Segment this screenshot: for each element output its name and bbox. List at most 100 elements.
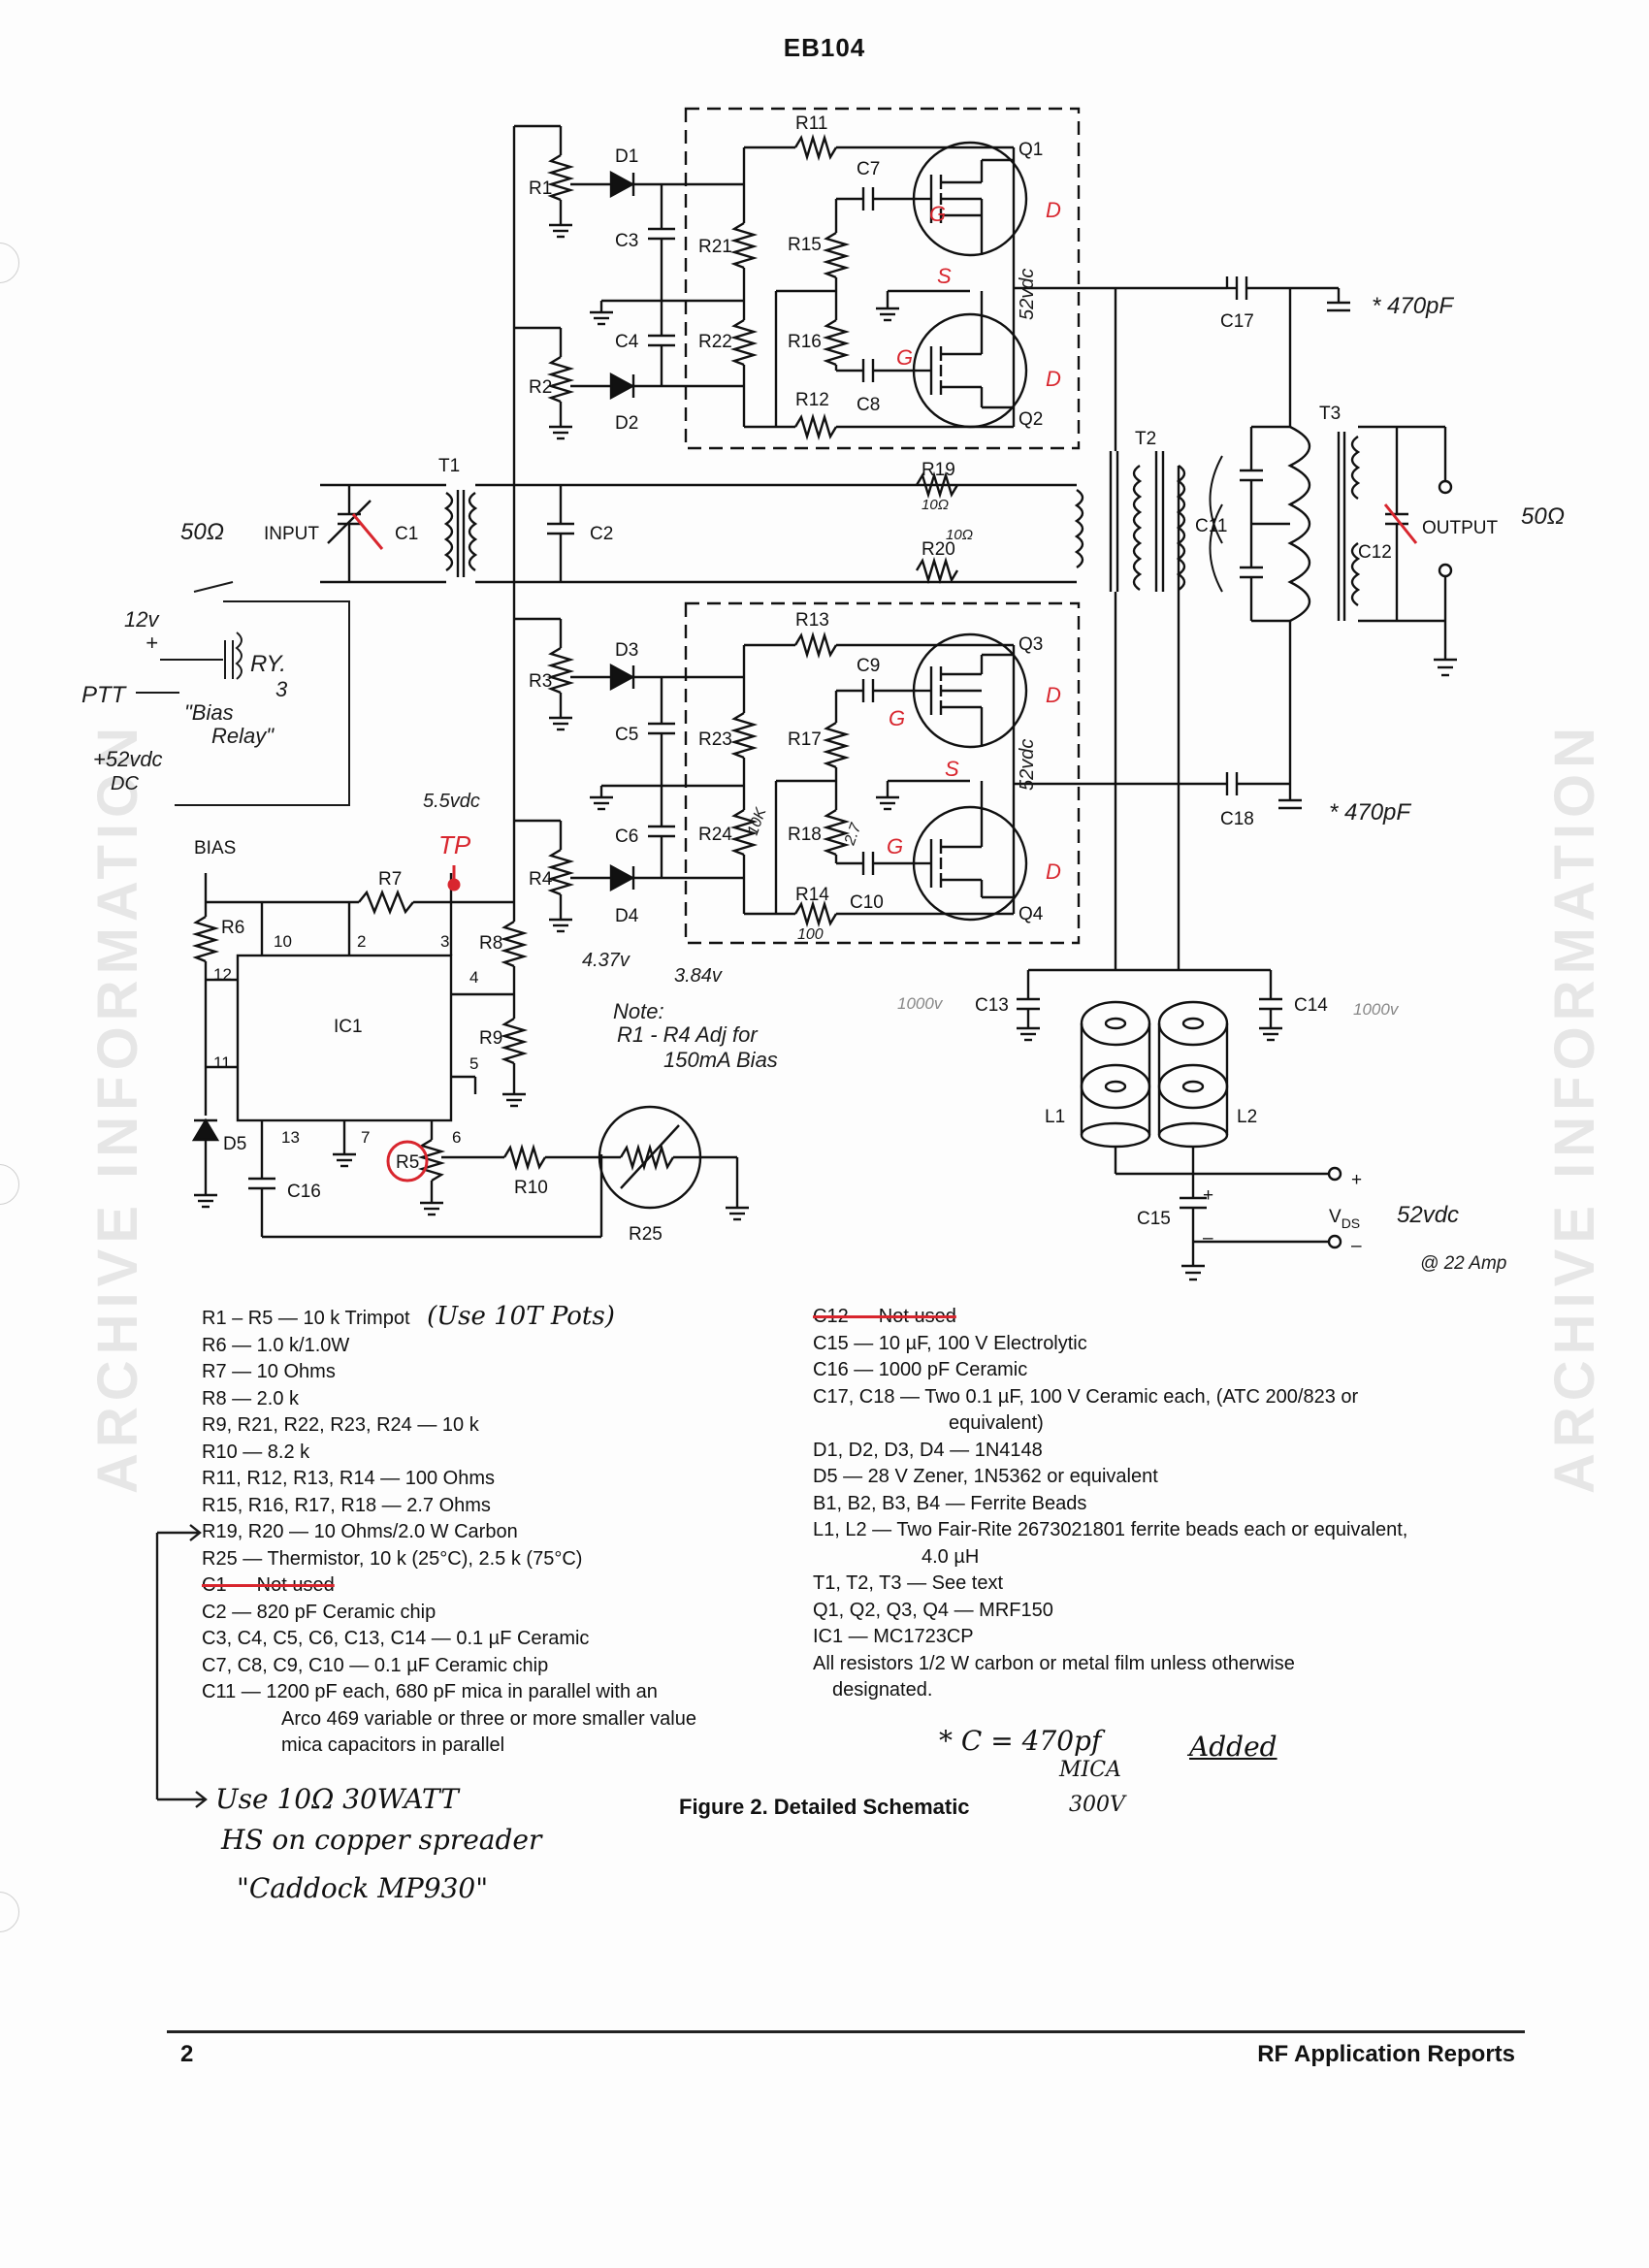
parts-right-row: equivalent)	[949, 1412, 1044, 1434]
ic-pin-5: 5	[469, 1054, 478, 1073]
punch-hole	[0, 1892, 19, 1932]
label-R12: R12	[795, 390, 829, 410]
label-c15-plus: +	[1203, 1185, 1213, 1206]
note-relay-plus: +	[146, 631, 158, 655]
note-r20-value: 10Ω	[946, 527, 973, 543]
note-relay-ry: RY.	[250, 651, 286, 677]
label-C15: C15	[1137, 1209, 1171, 1229]
note-relay-3: 3	[275, 677, 288, 701]
label-C11: C11	[1195, 516, 1227, 536]
parts-left-row: R7 — 10 Ohms	[202, 1361, 336, 1382]
label-R8: R8	[479, 933, 502, 954]
label-Q1: Q1	[1018, 140, 1043, 160]
label-R6: R6	[221, 918, 244, 938]
note-4-37v: 4.37v	[582, 950, 630, 971]
ic-pin-11: 11	[213, 1053, 231, 1072]
parts-right-row: IC1 — MC1723CP	[813, 1626, 974, 1647]
label-c15-minus: –	[1203, 1228, 1213, 1248]
module-box-top	[684, 107, 1081, 450]
note-cap-bottom: * 470pF	[1329, 799, 1411, 826]
note-vdc-bottom: 52vdc	[1017, 739, 1038, 791]
label-output: OUTPUT	[1422, 518, 1499, 538]
schematic-diagram: R1 D1 C3 R21 R11 C7 Q1 R15 C4 R22 R16 R2…	[81, 107, 1565, 1281]
document-title: EB104	[783, 33, 866, 62]
parts-right-row: designated.	[832, 1679, 933, 1701]
parts-list-right: C12 — Not used C15 — 10 µF, 100 V Electr…	[813, 1304, 1407, 1704]
label-R14: R14	[795, 885, 829, 905]
label-R11: R11	[795, 113, 827, 134]
label-R2: R2	[529, 377, 552, 398]
label-R20: R20	[922, 539, 955, 560]
note-5-5vdc: 5.5vdc	[423, 791, 480, 812]
label-D1: D1	[615, 146, 638, 167]
label-R17: R17	[788, 729, 822, 750]
label-R19: R19	[922, 460, 955, 480]
parts-left-row: R1 – R5 — 10 k Trimpot (Use 10T Pots)	[202, 1303, 696, 1333]
parts-left-row: R25 — Thermistor, 10 k (25°C), 2.5 k (75…	[202, 1547, 583, 1570]
parts-list-left: R1 – R5 — 10 k Trimpot (Use 10T Pots) R6…	[202, 1303, 696, 1760]
figure-caption: Figure 2. Detailed Schematic	[679, 1795, 970, 1819]
note-added: Added	[1189, 1731, 1277, 1763]
note-3-84v: 3.84v	[674, 965, 723, 987]
label-vds-sub: DS	[1342, 1215, 1360, 1231]
label-C18: C18	[1220, 809, 1254, 829]
label-R3: R3	[529, 671, 552, 692]
note-gate-q3: G	[889, 706, 905, 730]
note-source-bottom: S	[945, 757, 959, 781]
label-minus: –	[1351, 1236, 1362, 1256]
label-C17: C17	[1220, 311, 1254, 332]
label-R9: R9	[479, 1028, 502, 1049]
note-gate-q4: G	[887, 834, 903, 859]
label-R15: R15	[788, 235, 822, 255]
label-L1: L1	[1045, 1107, 1065, 1127]
ic-pin-12: 12	[213, 965, 232, 984]
label-C4: C4	[615, 332, 639, 352]
parts-right-row: C16 — 1000 pF Ceramic	[813, 1359, 1028, 1380]
parts-left-row: R11, R12, R13, R14 — 100 Ohms	[202, 1468, 495, 1489]
label-R18: R18	[788, 825, 822, 845]
note-relay-12v: 12v	[124, 607, 160, 632]
ic-pin-2: 2	[357, 932, 366, 951]
note-gate-q1: G	[929, 202, 946, 226]
parts-left-row: R15, R16, R17, R18 — 2.7 Ohms	[202, 1494, 491, 1516]
parts-left-row: C7, C8, C9, C10 — 0.1 µF Ceramic chip	[202, 1654, 549, 1676]
note-resistor-1: Use 10Ω 30WATT	[215, 1783, 459, 1815]
label-R16: R16	[788, 332, 822, 352]
parts-left-row: R19, R20 — 10 Ohms/2.0 W Carbon	[202, 1521, 518, 1542]
label-Q3: Q3	[1018, 634, 1043, 655]
parts-right-row: D5 — 28 V Zener, 1N5362 or equivalent	[813, 1466, 1158, 1487]
note-resistor-2: HS on copper spreader	[221, 1824, 542, 1856]
note-input-impedance: 50Ω	[180, 519, 224, 545]
note-source-top: S	[937, 264, 952, 288]
parts-right-row: Q1, Q2, Q3, Q4 — MRF150	[813, 1599, 1053, 1621]
label-D5: D5	[223, 1134, 246, 1154]
arrow-resistor-note	[155, 1524, 208, 1808]
note-test-point: TP	[438, 830, 471, 859]
parts-left-row: R8 — 2.0 k	[202, 1387, 300, 1409]
note-cap-added-2: MICA	[1059, 1758, 1121, 1782]
note-c14-value: 1000v	[1353, 1000, 1400, 1019]
label-R4: R4	[529, 869, 553, 890]
ic-pin-7: 7	[361, 1128, 370, 1147]
label-C7: C7	[857, 159, 880, 179]
note-line-2: R1 - R4 Adj for	[617, 1022, 759, 1047]
note-line-3: 150mA Bias	[663, 1048, 778, 1072]
page-number: 2	[180, 2041, 194, 2067]
ic-pin-6: 6	[452, 1128, 461, 1147]
footer-divider	[167, 2030, 1525, 2033]
note-r14-value: 100	[797, 926, 824, 943]
label-R7: R7	[378, 869, 402, 890]
label-C13: C13	[975, 995, 1009, 1016]
ic-pin-3: 3	[440, 932, 449, 951]
relay-sketch-lines	[136, 581, 350, 806]
label-R22: R22	[698, 332, 732, 352]
module-box-bottom	[684, 601, 1081, 945]
parts-left-row: mica capacitors in parallel	[281, 1734, 505, 1756]
parts-right-row: C15 — 10 µF, 100 V Electrolytic	[813, 1332, 1087, 1354]
label-plus: +	[1351, 1170, 1362, 1190]
ic-pin-10: 10	[274, 932, 292, 951]
ic-pin-13: 13	[281, 1128, 300, 1147]
note-relay-ptt: PTT	[81, 682, 128, 708]
note-gate-q2: G	[896, 345, 913, 370]
note-r24-value: 10K	[745, 805, 770, 838]
